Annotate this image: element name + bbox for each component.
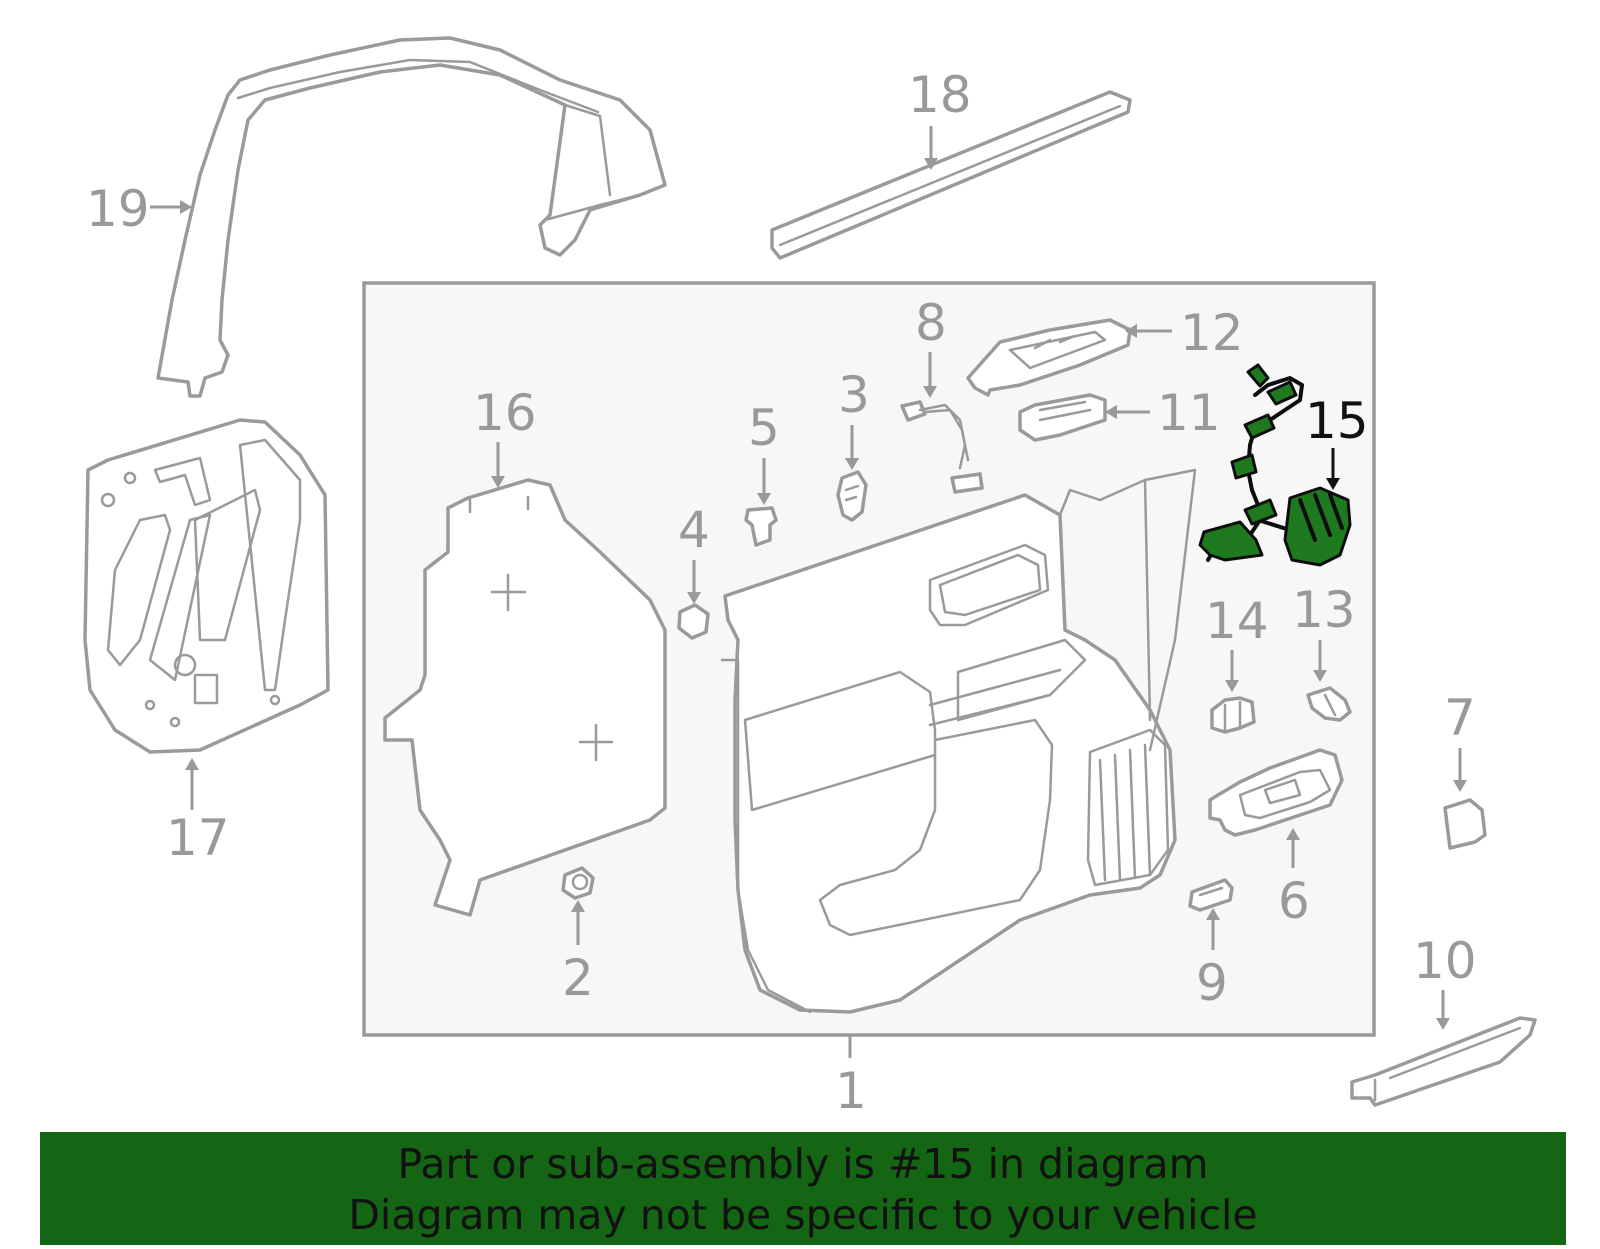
callout-9[interactable]: 9 <box>1196 954 1228 1012</box>
callout-6[interactable]: 6 <box>1278 872 1310 930</box>
part-13-clip[interactable] <box>1306 686 1352 722</box>
part-15-wiring-harness[interactable] <box>1198 363 1352 567</box>
part-8-wire-pigtail[interactable] <box>900 400 984 494</box>
callout-19[interactable]: 19 <box>86 180 150 238</box>
banner-line-2: Diagram may not be specific to your vehi… <box>348 1191 1258 1239</box>
part-2-push-pin[interactable] <box>561 866 595 900</box>
callout-3[interactable]: 3 <box>838 366 870 424</box>
part-17-inner-panel[interactable] <box>83 418 330 754</box>
part-16-water-deflector[interactable] <box>383 478 667 917</box>
part-4-nut[interactable] <box>677 603 710 640</box>
callout-11[interactable]: 11 <box>1157 384 1221 442</box>
callout-10[interactable]: 10 <box>1413 932 1477 990</box>
callout-12[interactable]: 12 <box>1180 304 1244 362</box>
part-14-clip[interactable] <box>1210 696 1256 734</box>
part-19-frame-molding[interactable] <box>156 36 667 398</box>
part-10-trim-strip[interactable] <box>1350 1016 1537 1107</box>
part-info-banner: Part or sub-assembly is #15 in diagram D… <box>40 1132 1566 1245</box>
part-3-clip[interactable] <box>836 470 868 522</box>
callout-18[interactable]: 18 <box>908 66 972 124</box>
callout-16[interactable]: 16 <box>473 384 537 442</box>
part-18-belt-molding[interactable] <box>770 90 1132 260</box>
leader-lines <box>150 126 1467 1058</box>
callout-8[interactable]: 8 <box>915 294 947 352</box>
callout-2[interactable]: 2 <box>562 949 594 1007</box>
part-11-window-switch[interactable] <box>1018 393 1107 442</box>
part-12-switch-bezel[interactable] <box>966 318 1132 397</box>
part-5-grommet[interactable] <box>744 506 778 547</box>
callout-14[interactable]: 14 <box>1205 592 1269 650</box>
part-9-bezel[interactable] <box>1188 878 1234 912</box>
callout-5[interactable]: 5 <box>748 399 780 457</box>
part-6-inside-handle[interactable] <box>1208 748 1344 837</box>
callout-17[interactable]: 17 <box>166 809 230 867</box>
callout-7[interactable]: 7 <box>1444 689 1476 747</box>
callout-1[interactable]: 1 <box>835 1062 867 1120</box>
callout-13[interactable]: 13 <box>1292 581 1356 639</box>
callout-15[interactable]: 15 <box>1305 392 1369 450</box>
callout-labels: 19 18 17 16 5 3 4 8 12 11 15 14 13 7 6 9… <box>86 66 1477 1120</box>
callout-4[interactable]: 4 <box>678 501 710 559</box>
part-1-door-trim-panel[interactable] <box>720 468 1197 1014</box>
banner-line-1: Part or sub-assembly is #15 in diagram <box>397 1140 1209 1188</box>
part-7-cover-cap[interactable] <box>1443 798 1487 850</box>
